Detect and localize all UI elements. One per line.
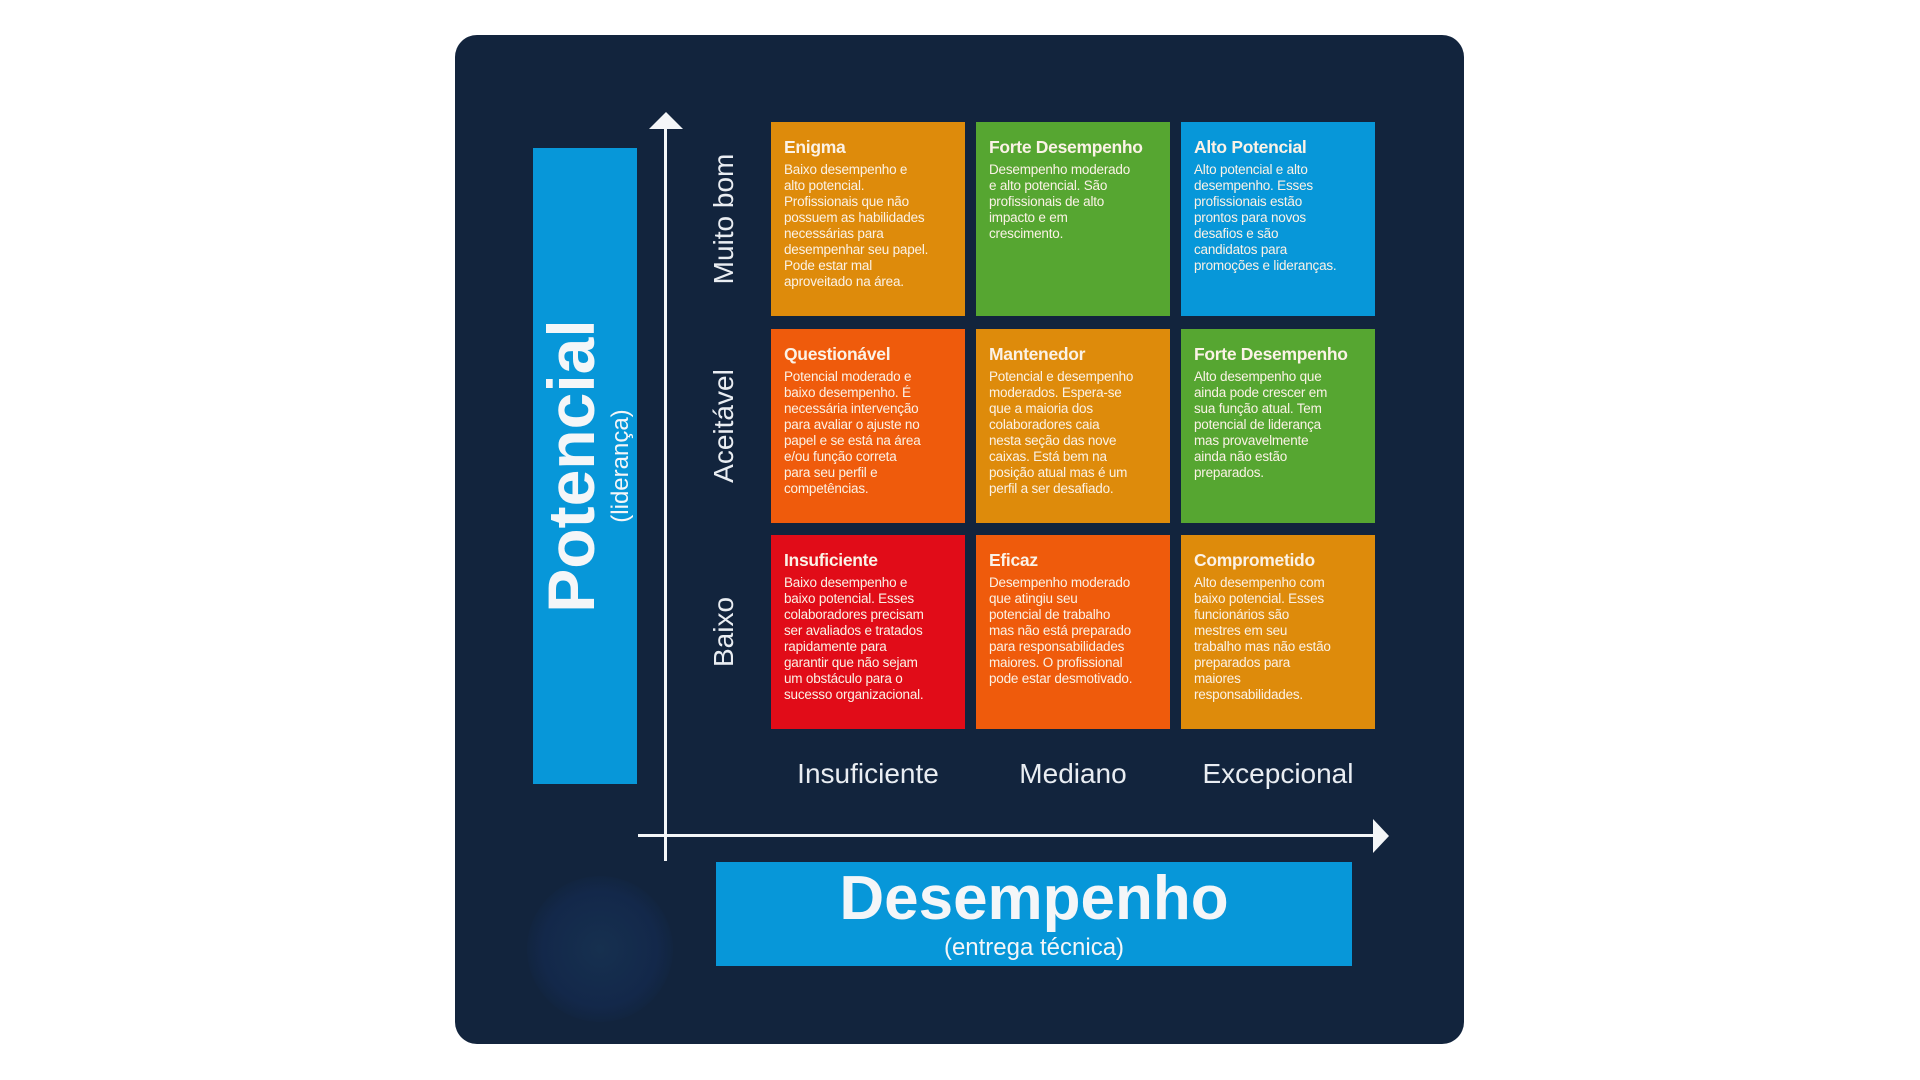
decorative-glow xyxy=(527,876,673,1022)
cell-title: Insuficiente xyxy=(784,550,878,570)
cell-description: Desempenho moderado que atingiu seu pote… xyxy=(989,575,1133,686)
potential-title: Potencial xyxy=(534,319,608,613)
performance-axis-banner: Desempenho (entrega técnica) xyxy=(716,862,1352,966)
cell-description: Desempenho moderado e alto potencial. Sã… xyxy=(989,162,1131,241)
y-level-label: Aceitável xyxy=(708,369,739,483)
cell-title: Eficaz xyxy=(989,550,1038,570)
cell-description: Potencial moderado e baixo desempenho. É… xyxy=(784,369,921,496)
cell-title: Mantenedor xyxy=(989,344,1086,364)
performance-title: Desempenho xyxy=(839,864,1229,933)
y-axis-line xyxy=(664,122,667,861)
cell-title: Forte Desempenho xyxy=(1194,344,1348,364)
x-level-label: Excepcional xyxy=(1202,758,1354,789)
y-level-label: Baixo xyxy=(708,596,739,668)
cell-description: Baixo desempenho e alto potencial. Profi… xyxy=(784,162,929,289)
cell-title: Comprometido xyxy=(1194,550,1315,570)
x-axis-arrow-icon xyxy=(1373,819,1389,853)
potential-subtitle: (liderança) xyxy=(607,409,634,523)
y-axis-arrow-icon xyxy=(649,112,683,129)
cell-description: Potencial e desempenho moderados. Espera… xyxy=(989,369,1134,496)
cell-description: Alto potencial e alto desempenho. Esses … xyxy=(1194,162,1337,273)
cell-description: Baixo desempenho e baixo potencial. Esse… xyxy=(784,575,924,702)
potential-axis-banner: Potencial (liderança) xyxy=(533,148,637,784)
x-axis-line xyxy=(638,834,1375,837)
x-level-label: Mediano xyxy=(1019,758,1127,789)
cell-title: Enigma xyxy=(784,137,846,157)
cell-title: Questionável xyxy=(784,344,891,364)
cell-description: Alto desempenho com baixo potencial. Ess… xyxy=(1194,575,1331,702)
cell-description: Alto desempenho que ainda pode crescer e… xyxy=(1194,369,1328,480)
performance-subtitle: (entrega técnica) xyxy=(943,934,1125,961)
cell-title: Forte Desempenho xyxy=(989,137,1143,157)
cell-title: Alto Potencial xyxy=(1194,137,1307,157)
x-level-label: Insuficiente xyxy=(797,758,939,789)
y-level-label: Muito bom xyxy=(708,153,739,285)
